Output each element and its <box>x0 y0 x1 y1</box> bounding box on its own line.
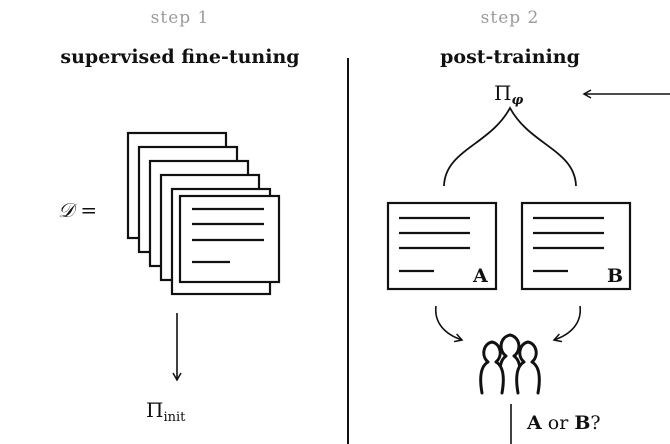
curved-arrow-right-icon <box>552 305 581 343</box>
policy-init-subscript: init <box>163 410 186 425</box>
policy-phi-subscript: φ <box>511 93 524 108</box>
doc-a-label: A <box>473 265 488 287</box>
document-b-icon <box>520 201 632 291</box>
document-a-icon <box>386 201 498 291</box>
preference-question: A or B? <box>527 412 601 434</box>
document-stack-icon <box>126 131 281 296</box>
curved-arrow-left-icon <box>435 305 464 343</box>
dataset-equation: 𝒟 = <box>58 198 97 222</box>
people-group-icon <box>479 333 541 395</box>
step-1-label: step 1 <box>150 8 210 28</box>
policy-phi: Πφ <box>494 81 523 108</box>
policy-init-symbol: Π <box>146 398 164 422</box>
question-or: or <box>541 412 575 434</box>
equals-sign: = <box>80 198 98 222</box>
brace-icon <box>443 106 577 187</box>
policy-phi-symbol: Π <box>494 81 512 105</box>
dataset-symbol: 𝒟 <box>58 198 74 222</box>
question-b: B <box>574 412 591 434</box>
question-a: A <box>527 412 542 434</box>
step-2-title: post-training <box>440 46 580 68</box>
step-1-title: supervised fine-tuning <box>60 46 300 68</box>
doc-b-label: B <box>607 265 624 287</box>
question-mark: ? <box>590 412 601 434</box>
policy-init: Πinit <box>146 398 185 425</box>
step-2-label: step 2 <box>480 8 540 28</box>
